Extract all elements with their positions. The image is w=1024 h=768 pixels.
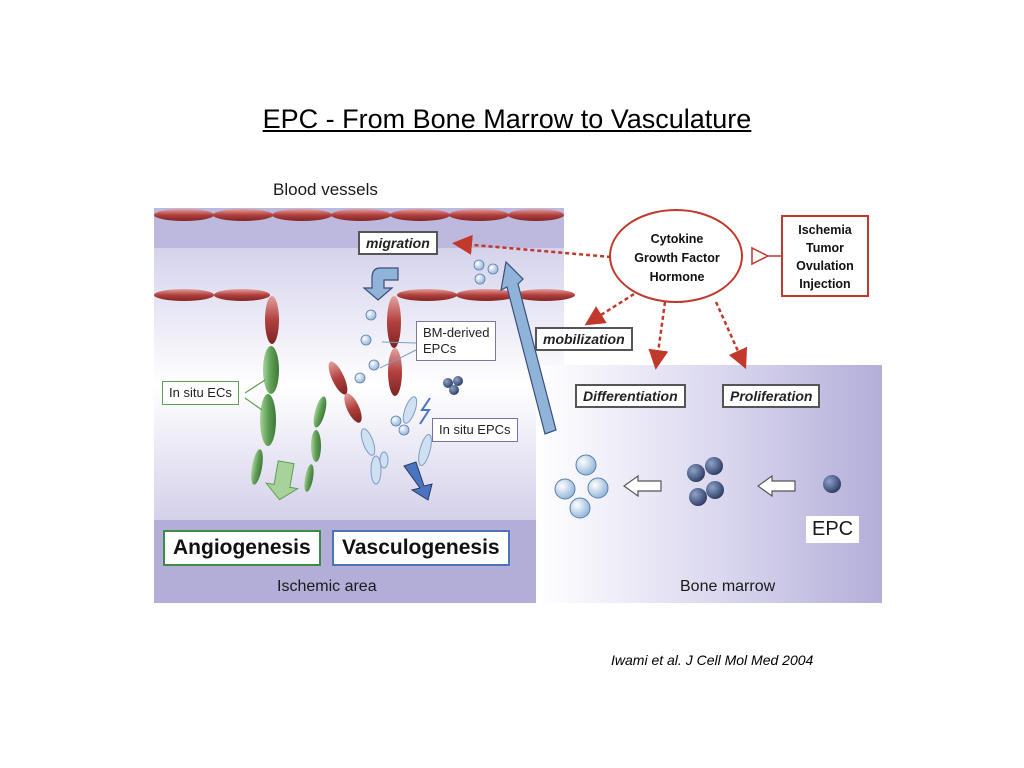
sprouting-vessel-red	[265, 296, 402, 423]
differentiation-label: Differentiation	[575, 384, 686, 408]
mobilization-arrow	[500, 260, 557, 435]
stimulus-box: Ischemia Tumor Ovulation Injection	[781, 215, 869, 297]
migration-label: migration	[358, 231, 438, 255]
cytokine-ellipse	[609, 209, 743, 303]
differentiation-arrow	[622, 474, 662, 498]
bone-marrow-label: Bone marrow	[680, 578, 776, 595]
single-epc-cell	[823, 475, 841, 493]
in-situ-ecs-label: In situ ECs	[162, 381, 239, 405]
cytokine-text: Cytokine Growth Factor Hormone	[634, 232, 720, 284]
blood-vessels-label: Blood vessels	[273, 180, 378, 199]
bm-dark-epc-cluster	[687, 457, 724, 506]
in-situ-ec-sprout	[251, 346, 327, 492]
in-situ-epcs-label: In situ EPCs	[432, 418, 518, 442]
top-vessel-row	[154, 209, 564, 221]
middle-vessel-row	[154, 289, 575, 301]
mobilization-label: mobilization	[535, 327, 633, 351]
vasculogenesis-label: Vasculogenesis	[332, 530, 510, 566]
slide-title: EPC - From Bone Marrow to Vasculature	[262, 104, 752, 134]
citation: Iwami et al. J Cell Mol Med 2004	[611, 652, 814, 668]
migration-descent-arrow	[362, 267, 399, 301]
signal-arrows	[452, 234, 748, 370]
bm-derived-epcs-label: BM-derived EPCs	[416, 321, 497, 361]
epc-label: EPC	[806, 516, 860, 543]
circulating-epc-cells	[354, 259, 499, 436]
signal-bolt-icon	[419, 397, 431, 425]
bm-light-epc-cluster	[554, 454, 609, 519]
proliferation-arrow	[756, 474, 796, 498]
epc-vessel-segments	[360, 396, 432, 485]
proliferation-label: Proliferation	[722, 384, 821, 408]
angiogenesis-label: Angiogenesis	[163, 530, 321, 566]
angiogenesis-arrow	[264, 460, 300, 501]
vasculogenesis-arrow	[403, 461, 433, 501]
ischemic-area-label: Ischemic area	[277, 578, 377, 595]
